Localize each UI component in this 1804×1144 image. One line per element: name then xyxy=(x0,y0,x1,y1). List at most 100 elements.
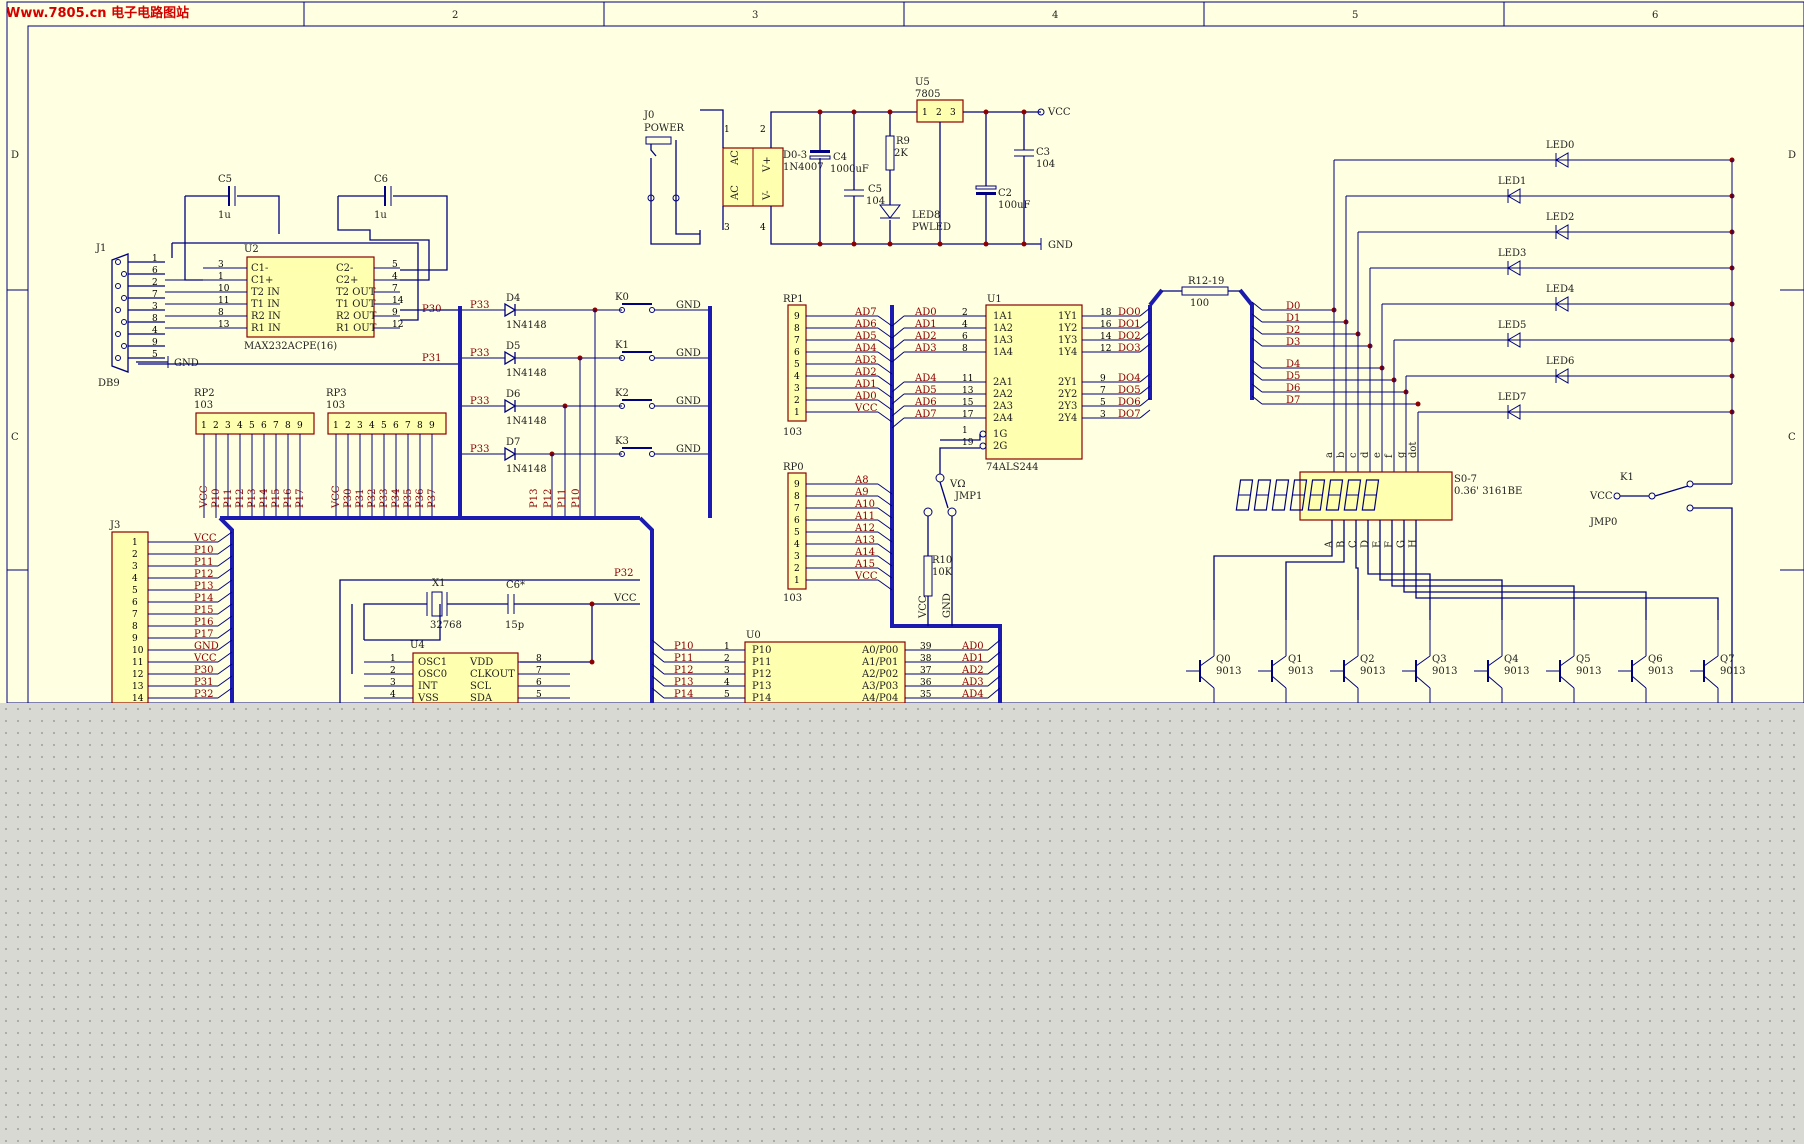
rp0-bus-entry xyxy=(877,483,893,495)
rp1-pin-number: 7 xyxy=(794,336,800,346)
transistor-value: 9013 xyxy=(1432,666,1457,677)
u0-bus-entry xyxy=(651,663,665,675)
u1-bus-entry xyxy=(891,327,905,339)
rp0-bus-entry xyxy=(877,555,893,567)
serial-p31-label: P31 xyxy=(422,353,441,364)
j3-net-label: P31 xyxy=(194,677,213,688)
k1-ref: K1 xyxy=(1620,472,1634,483)
u4-right-pin-label: SDA xyxy=(470,693,493,704)
d-net-label: D4 xyxy=(1286,359,1300,370)
u2-right-pin-label: T1 OUT xyxy=(336,299,376,310)
bridge-ac-top: AC xyxy=(730,150,741,166)
u2-left-pin-label: T2 IN xyxy=(251,287,280,298)
u1-in-net-label: AD1 xyxy=(914,319,937,330)
transistor-collector xyxy=(1415,655,1431,667)
u0-left-net-label: P10 xyxy=(674,641,693,652)
seg-bottom-label: A xyxy=(1324,540,1335,549)
rp1-net-label: AD6 xyxy=(854,319,877,330)
u2-right-pin-number: 7 xyxy=(392,284,398,294)
u0-left-pin-label: P13 xyxy=(752,681,771,692)
u1-in-net-label: AD5 xyxy=(914,385,937,396)
u1-out-pin-number: 12 xyxy=(1100,344,1111,354)
rp-pin-number: 8 xyxy=(417,421,423,431)
led-diode-symbol xyxy=(1507,404,1521,420)
jack-ref: J0 xyxy=(643,110,654,121)
u1-bus-entry xyxy=(891,417,905,429)
rp-net-label: P14 xyxy=(259,489,270,508)
rp-net-label: P30 xyxy=(343,489,354,508)
transistor-drive-wire xyxy=(1415,520,1719,620)
u2-right-pin-label: R1 OUT xyxy=(336,323,377,334)
rp0-pin-number: 4 xyxy=(794,540,800,550)
u0-right-pin-number: 35 xyxy=(920,690,932,700)
u1-out-pin-number: 18 xyxy=(1100,308,1112,318)
rp0-pin-number: 9 xyxy=(794,480,800,490)
rp-net-label: VCC xyxy=(199,485,210,509)
transistor-ref: Q6 xyxy=(1648,654,1663,665)
db9-connector xyxy=(111,253,129,373)
key-switch-contact xyxy=(619,307,625,313)
bus-lines xyxy=(218,288,1254,703)
u1-bus-entry xyxy=(891,405,905,417)
rp0-pin-number: 7 xyxy=(794,504,800,514)
rp2-ref: RP2 xyxy=(194,388,215,399)
u1-out-pin-label: 2Y3 xyxy=(1058,401,1077,412)
u1-out-net-label: DO6 xyxy=(1118,397,1141,408)
u1-in-pin-label: 2A1 xyxy=(993,377,1013,388)
j3-bus-entry xyxy=(217,531,233,543)
j3-bus-entry xyxy=(217,579,233,591)
transistor-value: 9013 xyxy=(1216,666,1241,677)
j3-net-label: P16 xyxy=(194,617,213,628)
d-net-label: D0 xyxy=(1286,301,1300,312)
rp-net-label: P32 xyxy=(367,489,378,508)
transistor-drive-wire xyxy=(1285,520,1345,620)
transistor-collector xyxy=(1559,655,1575,667)
key-net-label: P33 xyxy=(470,396,489,407)
zone-row-label-right: D xyxy=(1788,150,1796,161)
u0-left-pin-number: 3 xyxy=(724,666,730,676)
d-bus-entry xyxy=(1251,313,1263,323)
u1-out-net-label: DO3 xyxy=(1118,343,1141,354)
mcu-vcc-label: VCC xyxy=(613,593,637,604)
key-diode-value: 1N4148 xyxy=(506,464,547,475)
u2-right-pin-number: 12 xyxy=(392,320,403,330)
svg-text:3: 3 xyxy=(724,223,730,233)
seg-bottom-label: G xyxy=(1396,540,1407,548)
rp1-pin-number: 5 xyxy=(794,360,800,370)
u0-right-pin-number: 36 xyxy=(920,678,932,688)
rp1-bus-entry xyxy=(877,387,893,399)
rp1-bus-entry xyxy=(877,399,893,411)
j3-pin-number: 2 xyxy=(132,550,138,560)
zone-row-label-right: C xyxy=(1788,432,1796,443)
transistor-ref: Q4 xyxy=(1504,654,1519,665)
j3-bus-entry xyxy=(217,555,233,567)
u0-right-net-label: AD0 xyxy=(961,641,984,652)
j3-pin-number: 1 xyxy=(132,538,138,548)
key-gnd-label: GND xyxy=(676,348,701,359)
rp-pin-number: 3 xyxy=(357,421,363,431)
seg-bottom-label: E xyxy=(1372,541,1383,548)
rp1-pin-number: 8 xyxy=(794,324,800,334)
j3-pin-number: 13 xyxy=(132,682,144,692)
u0-right-net-label: AD3 xyxy=(961,677,984,688)
u4-right-pin-number: 6 xyxy=(536,678,542,688)
u4-right-pin-label: VDD xyxy=(469,657,493,668)
seg-bottom-label: B xyxy=(1336,541,1347,548)
led-group: D0D1D2D3D4D5D6D7LED0LED1LED2LED3LED4LED5… xyxy=(1251,140,1735,549)
rp0-pin-number: 3 xyxy=(794,552,800,562)
d-net-label: D3 xyxy=(1286,337,1300,348)
u1-in-pin-number: 13 xyxy=(962,386,974,396)
jmp1-gnd-label: GND xyxy=(942,593,953,618)
u1-out-pin-label: 2Y4 xyxy=(1058,413,1077,424)
key-bottom-net-label: P11 xyxy=(557,489,568,508)
j3-net-label: P30 xyxy=(194,665,213,676)
u2-left-pin-number: 1 xyxy=(218,272,224,282)
zone-row-label-left: C xyxy=(11,432,19,443)
db9-pin-dot xyxy=(115,259,121,265)
u1-in-pin-number: 2 xyxy=(962,308,968,318)
u1-out-pin-label: 2Y2 xyxy=(1058,389,1077,400)
